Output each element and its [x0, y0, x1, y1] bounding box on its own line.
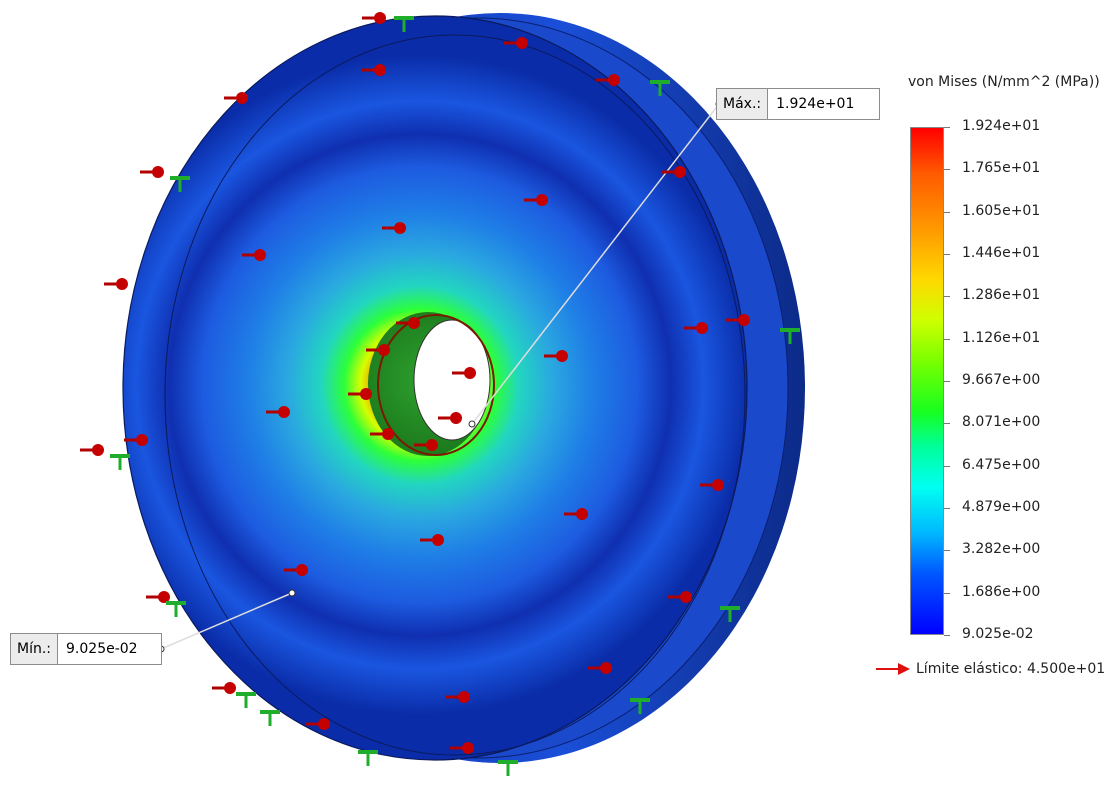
red-pin-arrow-icon — [420, 534, 444, 546]
yield-strength-indicator: Límite elástico: 4.500e+01 — [876, 661, 1105, 677]
legend-tick-mark — [944, 508, 950, 509]
red-pin-arrow-icon — [242, 249, 266, 261]
red-pin-arrow-icon — [284, 564, 308, 576]
red-pin-arrow-icon — [450, 742, 474, 754]
legend-tick-mark — [944, 169, 950, 171]
max-leader-point — [468, 420, 476, 428]
red-pin-arrow-icon — [224, 92, 248, 104]
min-probe-label: Mín.: — [11, 634, 59, 664]
legend-tick-mark — [944, 296, 950, 298]
legend-tick-mark — [944, 338, 950, 340]
legend-tick-label: 9.667e+00 — [962, 372, 1041, 388]
hub-hole — [413, 319, 491, 441]
legend-tick-mark — [944, 423, 950, 425]
green-fixture-icon — [110, 454, 130, 470]
max-probe-label: Máx.: — [717, 89, 769, 119]
red-pin-arrow-icon — [414, 439, 438, 451]
green-fixture-icon — [166, 601, 186, 617]
red-pin-arrow-icon — [212, 682, 236, 694]
red-pin-arrow-icon — [438, 412, 462, 424]
legend-tick-label: 1.446e+01 — [962, 245, 1041, 261]
red-pin-arrow-icon — [564, 508, 588, 520]
green-fixture-icon — [236, 692, 256, 708]
max-leader-line — [471, 103, 720, 425]
red-pin-arrow-icon — [362, 64, 386, 76]
red-pin-arrow-icon — [504, 37, 528, 49]
legend-tick-label: 1.126e+01 — [962, 329, 1041, 346]
red-pin-arrow-icon — [266, 406, 290, 418]
green-fixture-icon — [170, 176, 190, 192]
legend-tick-mark — [944, 254, 950, 255]
red-pin-arrow-icon — [366, 344, 390, 356]
red-pin-arrow-icon — [140, 166, 164, 178]
green-fixture-icon — [780, 328, 800, 344]
legend-tick-label: 4.879e+00 — [962, 499, 1041, 515]
red-pin-arrow-icon — [544, 350, 568, 362]
red-pin-arrow-icon — [382, 222, 406, 234]
red-pin-arrow-icon — [362, 12, 386, 24]
red-arrow-icon — [876, 663, 910, 675]
red-pin-arrow-icon — [662, 166, 686, 178]
red-pin-arrow-icon — [306, 718, 330, 730]
hub-rim — [377, 314, 495, 456]
max-probe-value: 1.924e+01 — [776, 96, 855, 112]
max-probe[interactable]: Máx.: 1.924e+01 — [716, 88, 880, 120]
fixture-markers — [110, 16, 800, 776]
red-pin-arrow-icon — [596, 74, 620, 86]
legend-tick-mark — [944, 211, 950, 213]
min-leader-line — [160, 592, 293, 650]
legend-tick-mark — [944, 592, 950, 594]
green-fixture-icon — [260, 710, 280, 726]
red-pin-arrow-icon — [80, 444, 104, 456]
legend-tick-label: 1.605e+01 — [962, 202, 1041, 219]
green-fixture-icon — [358, 750, 378, 766]
red-pin-arrow-icon — [104, 278, 128, 290]
red-pin-arrow-icon — [524, 194, 548, 206]
legend-tick-label: 1.924e+01 — [962, 118, 1041, 134]
legend-tick-mark — [944, 550, 950, 552]
legend-tick-label: 3.282e+00 — [962, 541, 1041, 558]
min-probe[interactable]: Mín.: 9.025e-02 — [10, 633, 162, 665]
red-pin-arrow-icon — [348, 388, 372, 400]
red-pin-arrow-icon — [684, 322, 708, 334]
red-pin-arrow-icon — [370, 428, 394, 440]
legend-tick-label: 1.686e+00 — [962, 583, 1041, 600]
legend-tick-mark — [944, 381, 950, 382]
red-pin-arrow-icon — [146, 591, 170, 603]
red-pin-arrow-icon — [124, 434, 148, 446]
yield-strength-text: Límite elástico: 4.500e+01 — [916, 661, 1106, 677]
red-pin-arrow-icon — [588, 662, 612, 674]
red-pin-arrow-icon — [446, 691, 470, 703]
pressure-load-markers — [80, 12, 750, 754]
green-fixture-icon — [630, 698, 650, 714]
green-fixture-icon — [394, 16, 414, 32]
red-pin-arrow-icon — [726, 314, 750, 326]
min-probe-value: 9.025e-02 — [66, 641, 138, 657]
min-leader-point — [288, 589, 296, 597]
legend-tick-label: 6.475e+00 — [962, 456, 1041, 473]
red-pin-arrow-icon — [452, 367, 476, 379]
legend-tick-label: 9.025e-02 — [962, 626, 1034, 642]
inner-ring-edge — [164, 34, 746, 756]
green-fixture-icon — [498, 760, 518, 776]
red-pin-arrow-icon — [700, 479, 724, 491]
legend-tick-label: 1.765e+01 — [962, 160, 1041, 177]
legend-tick-mark — [944, 465, 950, 467]
legend-tick-mark — [944, 127, 950, 128]
legend-colorbar — [910, 127, 944, 635]
red-pin-arrow-icon — [396, 317, 420, 329]
legend-tick-label: 8.071e+00 — [962, 414, 1041, 431]
green-fixture-icon — [650, 80, 670, 96]
red-pin-arrow-icon — [668, 591, 692, 603]
legend-title: von Mises (N/mm^2 (MPa)) — [908, 74, 1100, 90]
legend-tick-label: 1.286e+01 — [962, 287, 1041, 304]
legend-tick-mark — [944, 635, 950, 636]
green-fixture-icon — [720, 606, 740, 622]
